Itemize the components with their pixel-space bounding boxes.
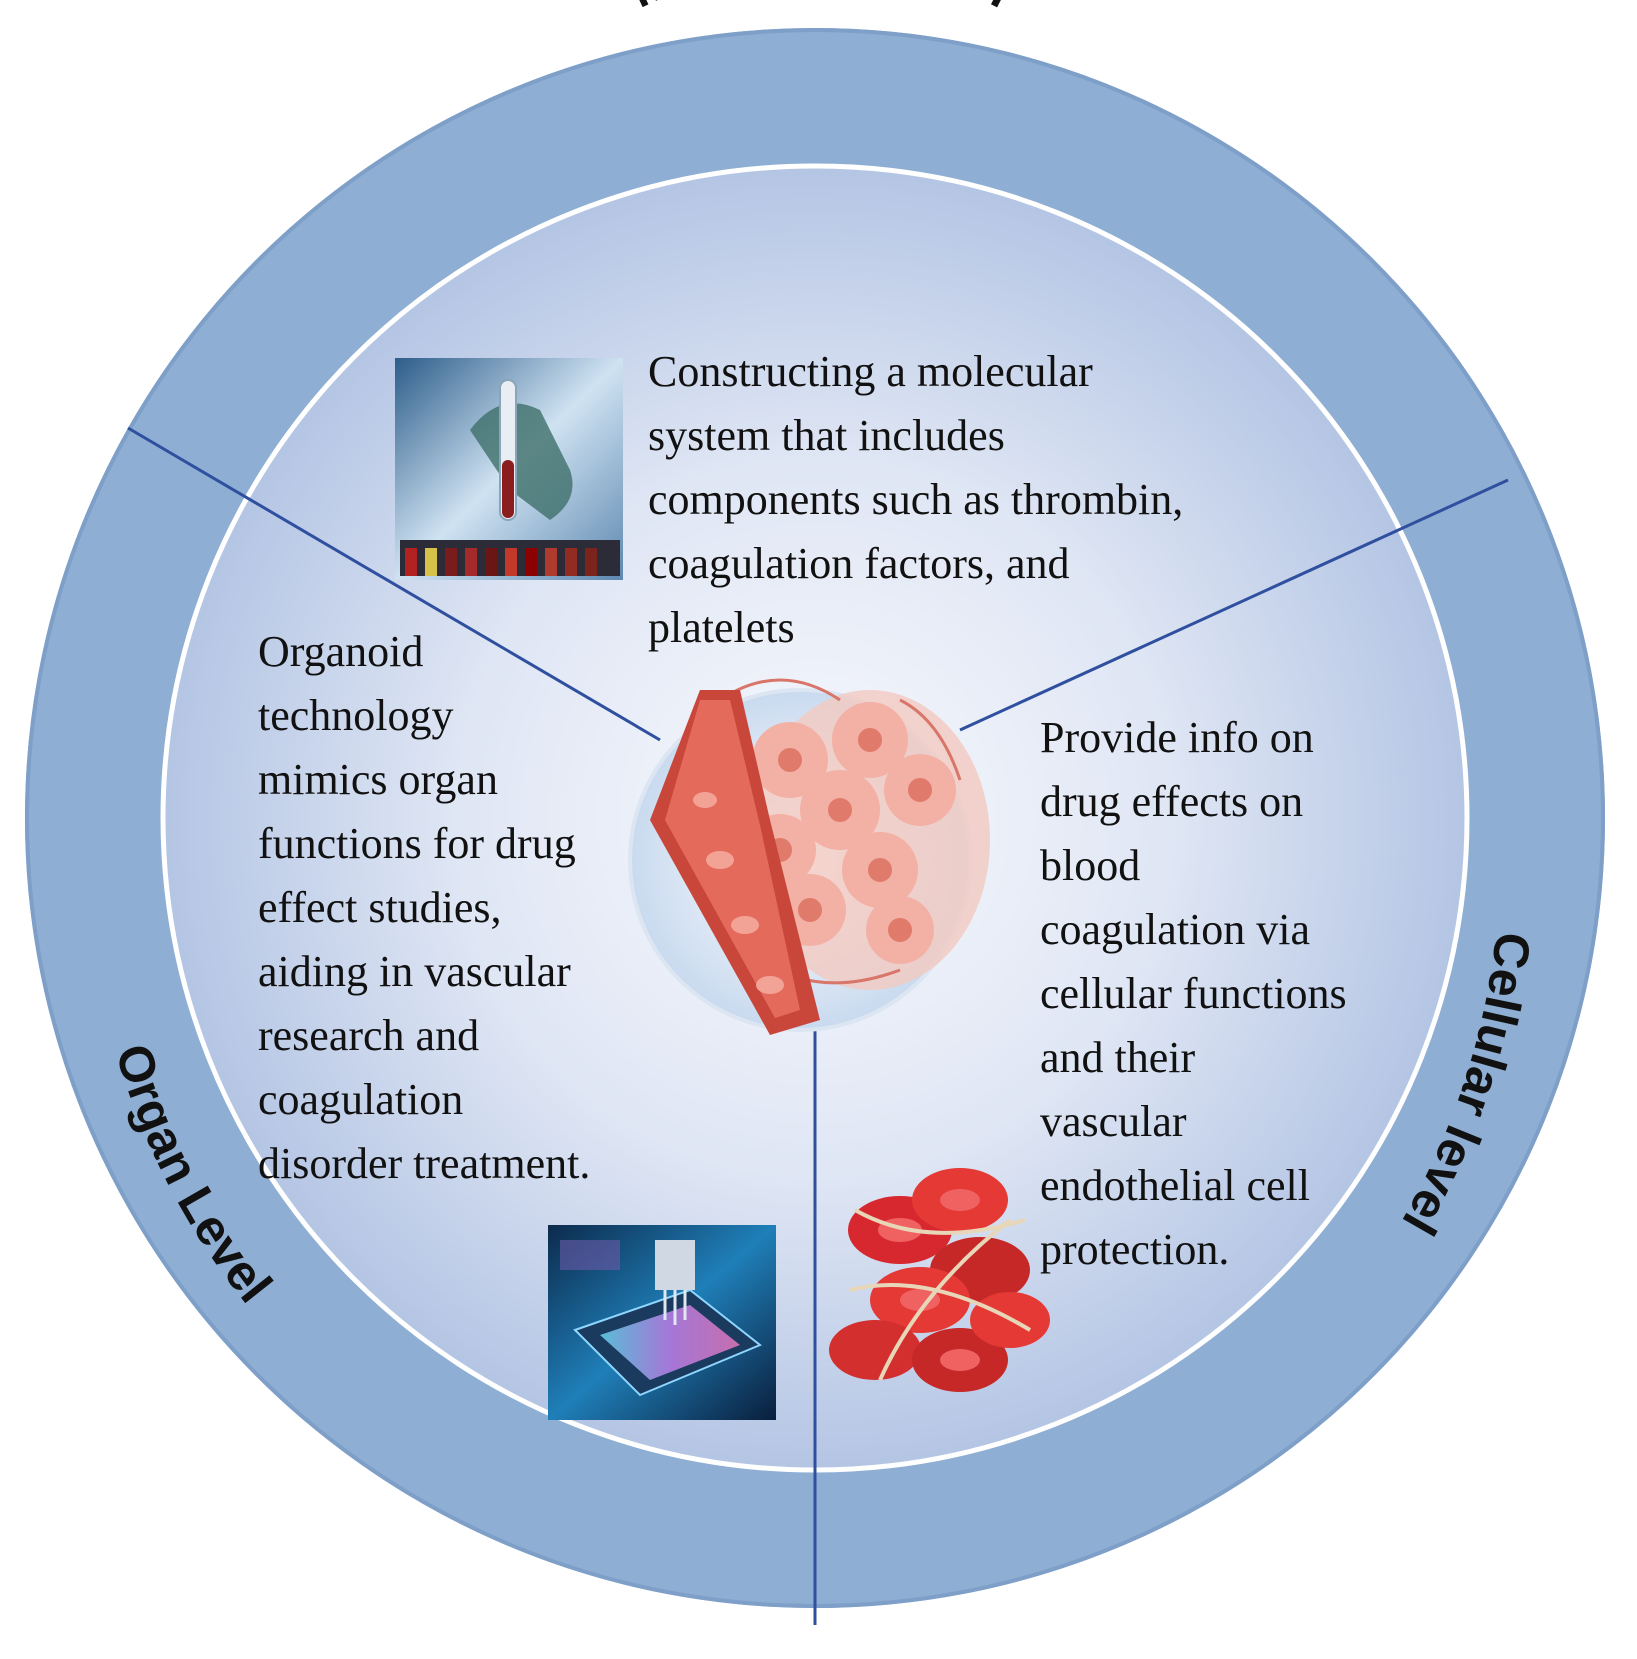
divider-line-right <box>959 478 1509 732</box>
molecular-description: Constructing a molecular system that inc… <box>648 347 1184 652</box>
organ-description: Organoid technology mimics organ functio… <box>258 627 591 1188</box>
divider-line-left <box>127 426 661 742</box>
center-vessel-tissue-illustration <box>628 678 990 1035</box>
cellular-description: Provide info on drug effects on blood co… <box>1040 713 1347 1274</box>
organ-on-chip-image <box>548 1225 776 1420</box>
blood-clot-illustration <box>829 1168 1050 1392</box>
ring-label-molecular: Molecular Level <box>620 0 1020 19</box>
lab-test-tube-image <box>395 358 623 580</box>
